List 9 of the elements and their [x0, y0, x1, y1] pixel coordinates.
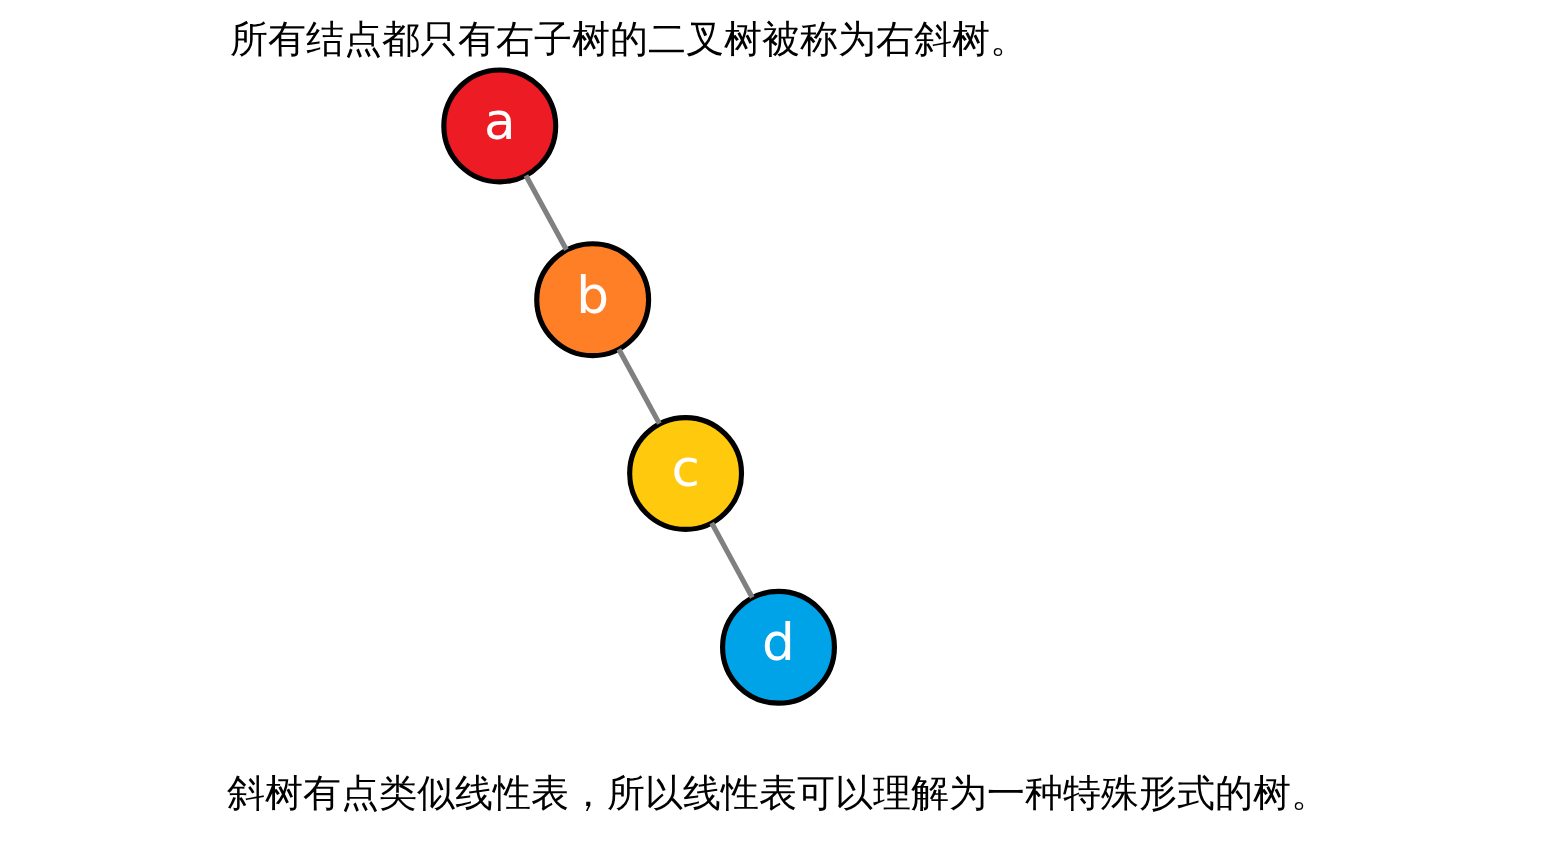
node-circle: a — [440, 67, 558, 185]
node-circle: c — [626, 415, 744, 532]
connector — [523, 174, 569, 252]
connector — [708, 521, 754, 599]
caption: 斜树有点类似线性表，所以线性表可以理解为一种特殊形式的树。 — [227, 770, 1329, 815]
node-circle: b — [533, 241, 651, 359]
diagram-title: 所有结点都只有右子树的二叉树被称为右斜树。 — [229, 17, 1028, 62]
connector — [616, 348, 662, 425]
node-circle: d — [719, 588, 837, 706]
